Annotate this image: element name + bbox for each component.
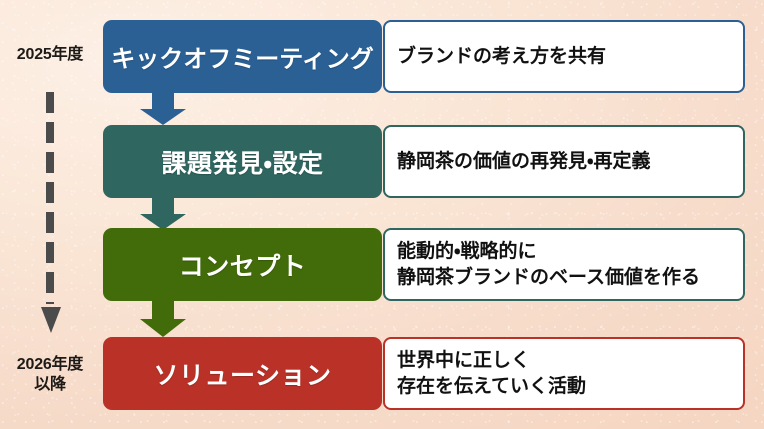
- connector-shaft: [152, 198, 174, 214]
- timeline-arrowhead: [41, 307, 61, 333]
- detail-box-concept[interactable]: 能動的・戦略的に 静岡茶ブランドのベース価値を作る: [383, 228, 745, 301]
- connector-arrow-1-icon: [140, 93, 186, 125]
- roadmap-row: コンセプト 能動的・戦略的に 静岡茶ブランドのベース価値を作る: [103, 228, 745, 301]
- connector-arrowhead: [140, 109, 186, 125]
- stage-box-solution[interactable]: ソリューション: [103, 337, 382, 410]
- detail-box-text: ブランドの考え方を共有: [397, 45, 607, 67]
- stage-box-issue-discovery[interactable]: 課題発見・設定: [103, 125, 382, 198]
- timeline-shaft: [46, 92, 54, 304]
- detail-box-solution[interactable]: 世界中に正しく 存在を伝えていく活動: [383, 337, 745, 410]
- detail-box-kickoff[interactable]: ブランドの考え方を共有: [383, 20, 745, 93]
- connector-arrowhead: [140, 319, 186, 337]
- detail-box-text: 静岡茶の価値の再発見・再定義: [397, 150, 651, 172]
- detail-box-text: 能動的・戦略的に 静岡茶ブランドのベース価値を作る: [397, 241, 701, 288]
- roadmap-row: 課題発見・設定 静岡茶の価値の再発見・再定義: [103, 125, 745, 198]
- connector-shaft: [152, 301, 174, 319]
- connector-arrowhead: [140, 214, 186, 230]
- stage-box-label: ソリューション: [153, 361, 332, 390]
- detail-box-issue-discovery[interactable]: 静岡茶の価値の再発見・再定義: [383, 125, 745, 198]
- connector-shaft: [152, 93, 174, 109]
- stage-box-concept[interactable]: コンセプト: [103, 228, 382, 301]
- roadmap-row: ソリューション 世界中に正しく 存在を伝えていく活動: [103, 337, 745, 410]
- era-label-start: 2025年度: [16, 46, 84, 63]
- detail-box-text: 世界中に正しく 存在を伝えていく活動: [397, 350, 587, 397]
- timeline-arrow-dashed-icon: [41, 92, 61, 335]
- stage-box-label: キックオフミーティング: [111, 46, 374, 73]
- roadmap-row: キックオフミーティング ブランドの考え方を共有: [103, 20, 745, 93]
- stage-box-label: 課題発見・設定: [161, 149, 324, 178]
- connector-arrow-3-icon: [140, 301, 186, 337]
- era-label-end: 2026年度 以降: [16, 356, 84, 394]
- connector-arrow-2-icon: [140, 198, 186, 230]
- stage-box-kickoff[interactable]: キックオフミーティング: [103, 20, 382, 93]
- stage-box-label: コンセプト: [178, 252, 307, 281]
